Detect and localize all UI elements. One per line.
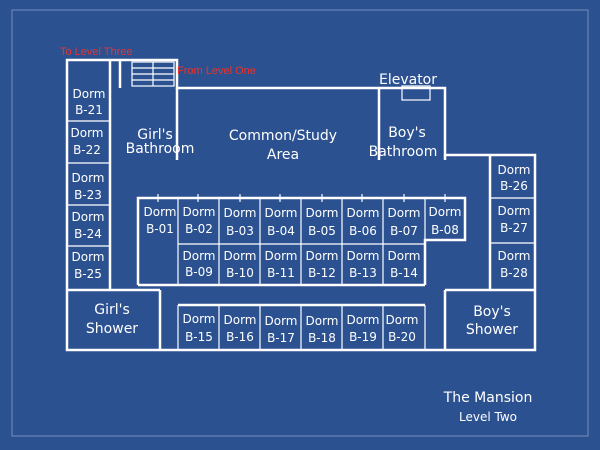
page-frame bbox=[11, 9, 589, 437]
dorm-word: Dorm bbox=[347, 206, 380, 220]
dorm-word: Dorm bbox=[144, 205, 177, 219]
right-dorm-column bbox=[443, 155, 535, 350]
girls-bathroom-label-1: Girl's bbox=[137, 127, 173, 143]
left-dorm-column bbox=[67, 60, 162, 350]
dorm-word: Dorm bbox=[347, 249, 380, 263]
dorm-b22: B-22 bbox=[73, 143, 101, 157]
dorm-word: Dorm bbox=[72, 210, 105, 224]
dorm-b16: B-16 bbox=[226, 330, 254, 344]
dorm-b19: B-19 bbox=[349, 330, 377, 344]
dorm-word: Dorm bbox=[265, 249, 298, 263]
dorm-b23: B-23 bbox=[74, 188, 102, 202]
dorm-b03: B-03 bbox=[226, 224, 254, 238]
boys-shower-label-1: Boy's bbox=[473, 304, 511, 320]
boys-shower-label-2: Shower bbox=[466, 322, 518, 338]
dorm-b20: B-20 bbox=[388, 330, 416, 344]
dorm-b25: B-25 bbox=[74, 267, 102, 281]
dorm-labels: Dorm B-21 Dorm B-22 Dorm B-23 Dorm B-24 … bbox=[71, 87, 531, 345]
dorm-b01: B-01 bbox=[146, 222, 174, 236]
dorm-b08: B-08 bbox=[431, 223, 459, 237]
dorm-word: Dorm bbox=[183, 205, 216, 219]
dorm-word: Dorm bbox=[498, 249, 531, 263]
caption-title: The Mansion bbox=[443, 390, 533, 406]
dorm-b02: B-02 bbox=[185, 222, 213, 236]
dorm-word: Dorm bbox=[72, 171, 105, 185]
room-labels: Girl's Bathroom Common/Study Area Boy's … bbox=[86, 125, 518, 338]
boys-bathroom-label-1: Boy's bbox=[388, 125, 426, 141]
dorm-b13: B-13 bbox=[349, 266, 377, 280]
bathroom-walls bbox=[175, 88, 447, 160]
dorm-word: Dorm bbox=[306, 206, 339, 220]
dorm-word: Dorm bbox=[386, 313, 419, 327]
elevator-label: Elevator bbox=[379, 72, 437, 88]
girls-bathroom-label-2: Bathroom bbox=[126, 141, 195, 157]
dorm-b18: B-18 bbox=[308, 331, 336, 345]
center-dorm-block bbox=[136, 194, 467, 287]
dorm-word: Dorm bbox=[224, 206, 257, 220]
dorm-word: Dorm bbox=[388, 249, 421, 263]
common-area-label-2: Area bbox=[267, 147, 299, 163]
dorm-b28: B-28 bbox=[500, 266, 528, 280]
dorm-word: Dorm bbox=[498, 163, 531, 177]
dorm-b06: B-06 bbox=[349, 224, 377, 238]
dorm-b05: B-05 bbox=[308, 224, 336, 238]
dorm-word: Dorm bbox=[498, 204, 531, 218]
dorm-word: Dorm bbox=[306, 314, 339, 328]
caption-level: Level Two bbox=[459, 410, 517, 424]
dorm-word: Dorm bbox=[224, 249, 257, 263]
dorm-word: Dorm bbox=[265, 314, 298, 328]
dorm-b12: B-12 bbox=[308, 266, 336, 280]
dorm-word: Dorm bbox=[72, 250, 105, 264]
dorm-word: Dorm bbox=[306, 249, 339, 263]
dorm-word: Dorm bbox=[73, 87, 106, 101]
dorm-word: Dorm bbox=[265, 206, 298, 220]
dorm-word: Dorm bbox=[71, 126, 104, 140]
dorm-b24: B-24 bbox=[74, 227, 102, 241]
dorm-b11: B-11 bbox=[267, 266, 295, 280]
dorm-b10: B-10 bbox=[226, 266, 254, 280]
dorm-b15: B-15 bbox=[185, 330, 213, 344]
dorm-b07: B-07 bbox=[390, 224, 418, 238]
dorm-word: Dorm bbox=[429, 205, 462, 219]
dorm-b09: B-09 bbox=[185, 265, 213, 279]
stairs-icon bbox=[131, 61, 175, 87]
dorm-b26: B-26 bbox=[500, 179, 528, 193]
common-area-label-1: Common/Study bbox=[229, 128, 337, 144]
dorm-word: Dorm bbox=[388, 206, 421, 220]
girls-shower-label-2: Shower bbox=[86, 321, 138, 337]
bottom-dorm-row bbox=[177, 303, 426, 350]
girls-shower-label-1: Girl's bbox=[94, 302, 130, 318]
dorm-b04: B-04 bbox=[267, 224, 295, 238]
stairs-down-label: From Level One bbox=[177, 65, 256, 77]
dorm-word: Dorm bbox=[183, 249, 216, 263]
dorm-b17: B-17 bbox=[267, 331, 295, 345]
dorm-word: Dorm bbox=[224, 313, 257, 327]
dorm-word: Dorm bbox=[183, 312, 216, 326]
elevator-shaft bbox=[401, 85, 431, 101]
dorm-word: Dorm bbox=[347, 313, 380, 327]
boys-bathroom-label-2: Bathroom bbox=[369, 144, 438, 160]
dorm-b21: B-21 bbox=[75, 103, 103, 117]
dorm-b27: B-27 bbox=[500, 221, 528, 235]
stairs-up-label: To Level Three bbox=[60, 46, 133, 58]
dorm-b14: B-14 bbox=[390, 266, 418, 280]
